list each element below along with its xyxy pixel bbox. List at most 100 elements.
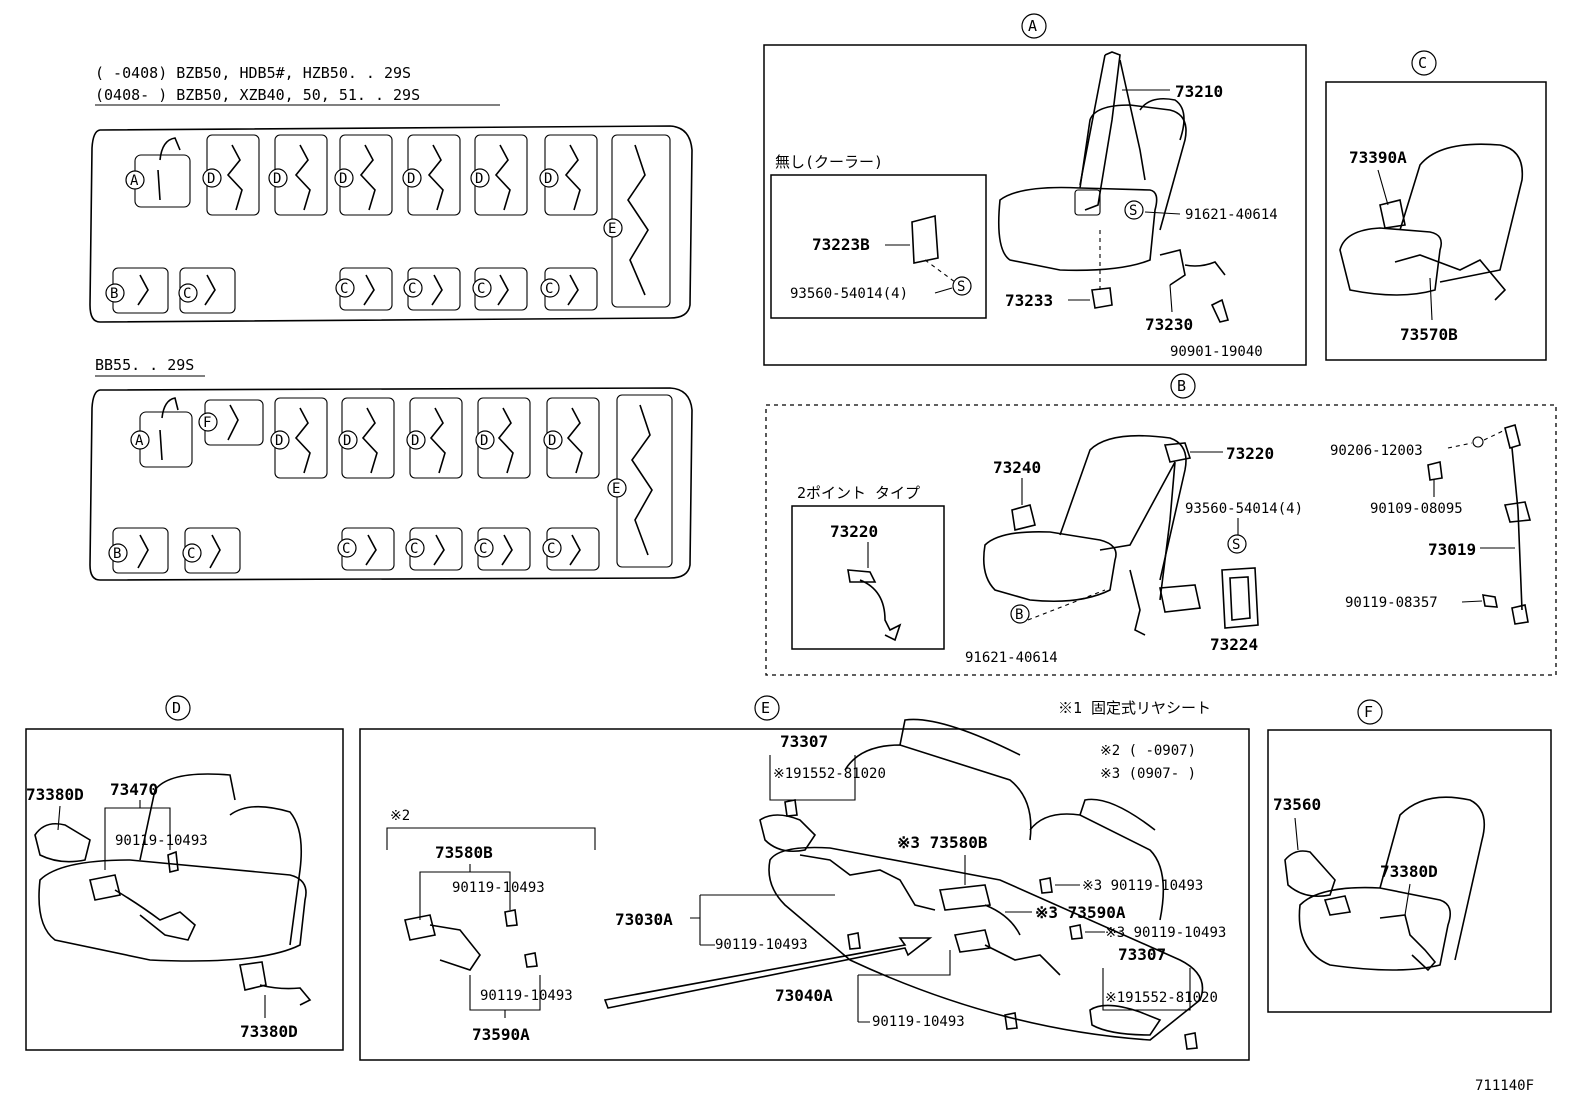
part-90119-10493-e4: 90119-10493 bbox=[872, 1014, 965, 1030]
part-73380D-2: 73380D bbox=[240, 1022, 298, 1041]
panel-E: E ※1 固定式リヤシート ※2 ( -0907) ※3 (0907- ) ※2… bbox=[359, 695, 1250, 1061]
seat-marker-C: C bbox=[477, 281, 485, 297]
part-90119-10493-sub1: 90119-10493 bbox=[452, 880, 545, 896]
part-73019: 73019 bbox=[1428, 540, 1476, 559]
seat-marker-B: B bbox=[110, 286, 118, 302]
seat-marker-D: D bbox=[548, 433, 556, 449]
seat-marker-D: D bbox=[339, 171, 347, 187]
part-73224: 73224 bbox=[1210, 635, 1258, 654]
sub-label: ※2 bbox=[390, 808, 410, 824]
part-73580B-main: ※3 73580B bbox=[897, 833, 988, 852]
seat-marker-C: C bbox=[479, 541, 487, 557]
panel-A: A 無し(クーラー) 73223B S 93560-54014(4) 73210… bbox=[763, 13, 1307, 366]
panel-F: F 73560 73380D bbox=[1267, 699, 1552, 1013]
part-73570B: 73570B bbox=[1400, 325, 1458, 344]
model-line-2: (0408- ) BZB50, XZB40, 50, 51. . 29S bbox=[95, 86, 420, 104]
part-73470: 73470 bbox=[110, 780, 158, 799]
part-90206-12003: 90206-12003 bbox=[1330, 443, 1423, 459]
part-90119-10493-e1: 90119-10493 bbox=[715, 937, 808, 953]
part-73380D-1: 73380D bbox=[26, 785, 84, 804]
part-73030A: 73030A bbox=[615, 910, 673, 929]
part-73590A-sub: 73590A bbox=[472, 1025, 530, 1044]
cab-outline-2 bbox=[89, 387, 693, 581]
part-91621-40614: 91621-40614 bbox=[1185, 207, 1278, 223]
part-90901-19040: 90901-19040 bbox=[1170, 344, 1263, 360]
part-90119-10493-e3: ※3 90119-10493 bbox=[1105, 925, 1226, 941]
seat-marker-E: E bbox=[612, 481, 620, 497]
part-90119-10493-d: 90119-10493 bbox=[115, 833, 208, 849]
seat-marker-C: C bbox=[410, 541, 418, 557]
seat-marker-D: D bbox=[411, 433, 419, 449]
panel-A-inset bbox=[770, 174, 987, 319]
cab-outline-1 bbox=[89, 125, 693, 323]
direction-arrow bbox=[603, 937, 933, 1009]
part-73560: 73560 bbox=[1273, 795, 1321, 814]
seat-cushion bbox=[997, 186, 1158, 272]
seat-marker-B: B bbox=[113, 546, 121, 562]
seat-cushion bbox=[38, 859, 307, 962]
part-73307-2: 73307 bbox=[1118, 945, 1166, 964]
bracket-part bbox=[911, 214, 939, 264]
seat-cushion bbox=[1339, 227, 1443, 296]
part-73590A-main: ※3 73590A bbox=[1035, 903, 1126, 922]
seat-marker-C: C bbox=[547, 541, 555, 557]
panel-A-label: A bbox=[1028, 17, 1037, 35]
panel-D-label: D bbox=[172, 699, 181, 717]
part-73230: 73230 bbox=[1145, 315, 1193, 334]
seat-marker-C: C bbox=[408, 281, 416, 297]
seat-marker-D: D bbox=[475, 171, 483, 187]
cab-layout-1: ( -0408) BZB50, HDB5#, HZB50. . 29S (040… bbox=[89, 64, 693, 323]
seat-cushion bbox=[982, 530, 1117, 602]
seat-marker-D: D bbox=[273, 171, 281, 187]
note-3: ※3 (0907- ) bbox=[1100, 766, 1196, 782]
part-73040A: 73040A bbox=[775, 986, 833, 1005]
panel-A-inset-title: 無し(クーラー) bbox=[775, 153, 883, 171]
seat-marker-A: A bbox=[130, 173, 139, 189]
seat-cushion bbox=[1298, 886, 1451, 971]
marker-B: B bbox=[1015, 607, 1023, 623]
panel-D: D 73380D 73470 90119-10493 73380D bbox=[25, 695, 344, 1051]
cab-layout-2: BB55. . 29S A F D D D D D E bbox=[89, 356, 693, 581]
panel-E-label: E bbox=[761, 699, 770, 717]
part-90119-10493-sub2: 90119-10493 bbox=[480, 988, 573, 1004]
panel-C-label: C bbox=[1418, 54, 1427, 72]
part-90119-08357: 90119-08357 bbox=[1345, 595, 1438, 611]
seat-marker-C: C bbox=[342, 541, 350, 557]
part-73233: 73233 bbox=[1005, 291, 1053, 310]
part-73380D-f: 73380D bbox=[1380, 862, 1438, 881]
part-191552-81020-1: ※191552-81020 bbox=[773, 766, 886, 782]
part-73220: 73220 bbox=[830, 522, 878, 541]
part-93560-54014: 93560-54014(4) bbox=[790, 286, 908, 302]
panel-B: B 2ポイント タイプ 73220 73240 73220 93560-5401… bbox=[765, 373, 1557, 676]
marker-S: S bbox=[1129, 203, 1137, 219]
seat-marker-C: C bbox=[545, 281, 553, 297]
seat-marker-A: A bbox=[135, 433, 144, 449]
bench-cushion bbox=[768, 846, 1204, 1041]
part-73240: 73240 bbox=[993, 458, 1041, 477]
seat-marker-D: D bbox=[343, 433, 351, 449]
panel-B-inset-title: 2ポイント タイプ bbox=[797, 484, 920, 502]
diagram-code: 711140F bbox=[1475, 1078, 1534, 1094]
seat-marker-C: C bbox=[340, 281, 348, 297]
seat-marker-D: D bbox=[407, 171, 415, 187]
part-73220-main: 73220 bbox=[1226, 444, 1274, 463]
seat-marker-C: C bbox=[187, 546, 195, 562]
part-90109-08095: 90109-08095 bbox=[1370, 501, 1463, 517]
seat-marker-D: D bbox=[207, 171, 215, 187]
seat-marker-C: C bbox=[183, 286, 191, 302]
model-line-1: ( -0408) BZB50, HDB5#, HZB50. . 29S bbox=[95, 64, 411, 82]
panel-B-inset bbox=[791, 505, 945, 650]
panel-B-label: B bbox=[1177, 377, 1186, 395]
part-191552-81020-2: ※191552-81020 bbox=[1105, 990, 1218, 1006]
seat-marker-D: D bbox=[544, 171, 552, 187]
part-91621-40614-b: 91621-40614 bbox=[965, 650, 1058, 666]
seat-marker-F: F bbox=[203, 415, 211, 431]
marker-S: S bbox=[1232, 537, 1240, 553]
seat-marker-D: D bbox=[275, 433, 283, 449]
note-1: ※1 固定式リヤシート bbox=[1058, 699, 1211, 717]
part-93560-54014-b: 93560-54014(4) bbox=[1185, 501, 1303, 517]
part-73580B-sub: 73580B bbox=[435, 843, 493, 862]
part-73307-1: 73307 bbox=[780, 732, 828, 751]
seat-marker-D: D bbox=[480, 433, 488, 449]
